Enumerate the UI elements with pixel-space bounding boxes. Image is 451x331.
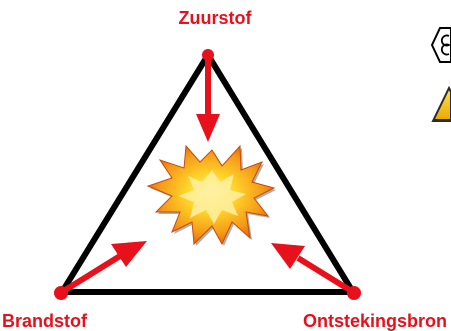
node-label-ignition-source: Ontstekingsbron [303, 311, 447, 331]
ex-symbol-icon [432, 28, 451, 62]
node-label-oxygen: Zuurstof [171, 8, 259, 28]
explosion-icon [148, 146, 276, 246]
node-label-fuel: Brandstof [2, 311, 87, 331]
warning-sign-icon [433, 88, 451, 121]
